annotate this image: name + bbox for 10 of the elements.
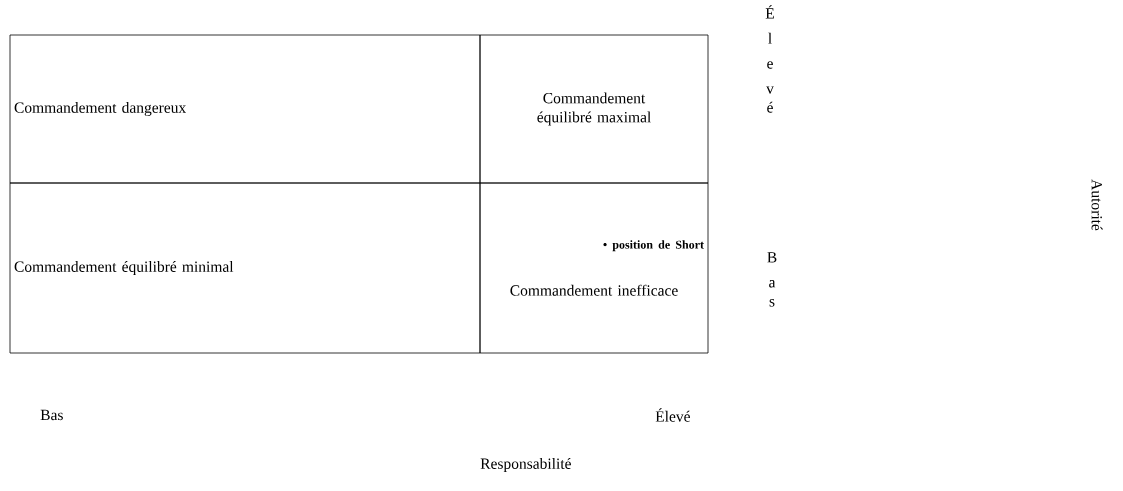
matrix-cell: Commandement équilibré maximal — [479, 34, 709, 184]
matrix-cell: • position de Short Commandement inefficace — [479, 182, 709, 354]
axis-title: Responsabilité — [480, 457, 571, 473]
matrix-cell: Commandement équilibré minimal — [9, 182, 481, 354]
axis-label: Élevé — [765, 5, 774, 113]
matrix-cell: Commandement dangereux — [9, 34, 481, 184]
axis-label: Élevé — [655, 408, 690, 422]
axis-label: Bas — [767, 252, 777, 307]
axis-title: Autorité — [1091, 179, 1103, 231]
axis-label: Bas — [40, 409, 63, 421]
